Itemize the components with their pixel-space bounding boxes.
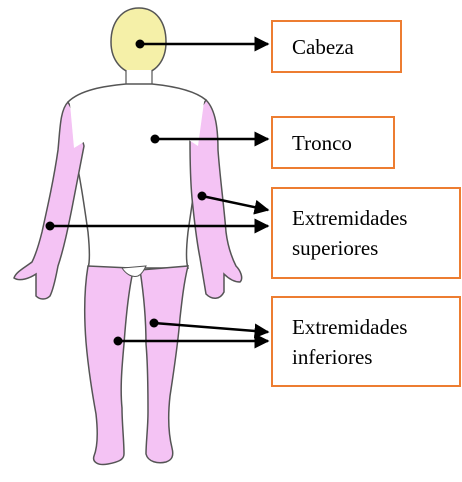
lower-limbs-arrow-lower-dot	[114, 337, 123, 346]
upper-limbs-label-line-1: Extremidades	[292, 203, 459, 233]
lower-limbs-arrow-upper-dot	[150, 319, 159, 328]
trunk-arrow-dot	[151, 135, 160, 144]
lower-limbs-label-line-2: inferiores	[292, 342, 459, 372]
lower-limbs-label-box: Extremidades inferiores	[271, 296, 461, 387]
head-label: Cabeza	[292, 32, 400, 62]
left-leg-shape	[85, 266, 132, 465]
upper-limbs-label-box: Extremidades superiores	[271, 187, 461, 279]
trunk-label: Tronco	[292, 128, 393, 158]
upper-limbs-label-line-2: superiores	[292, 233, 459, 263]
upper-limbs-arrow-left-dot	[46, 222, 55, 231]
right-leg-shape	[140, 266, 188, 463]
head-arrow-dot	[136, 40, 145, 49]
lower-limbs-label-line-1: Extremidades	[292, 312, 459, 342]
upper-limbs-arrow-right-dot	[198, 192, 207, 201]
trunk-label-box: Tronco	[271, 116, 395, 169]
head-label-box: Cabeza	[271, 20, 402, 73]
